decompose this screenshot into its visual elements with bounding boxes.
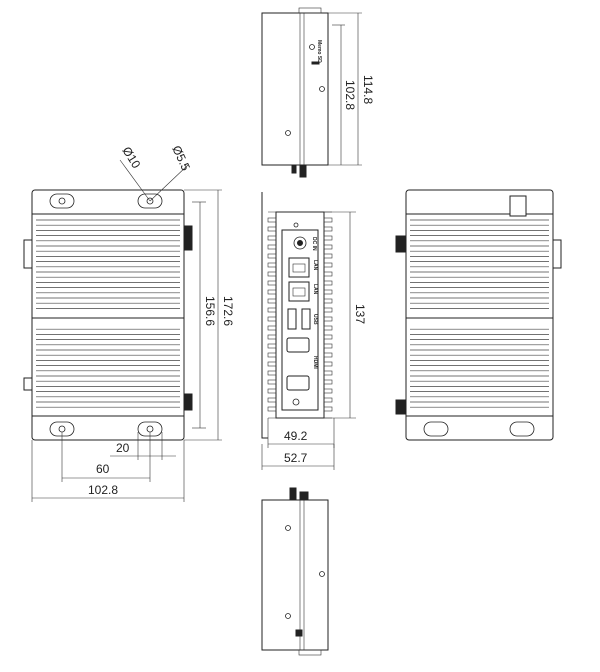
side-fin xyxy=(267,352,277,358)
side-fin xyxy=(323,370,333,376)
side-fin xyxy=(267,325,277,331)
side-fin xyxy=(323,334,333,340)
dim-hole-dia-10: Ø10 xyxy=(119,144,143,171)
side-fin xyxy=(323,388,333,394)
side-fin xyxy=(323,361,333,367)
hdmi-label: HDMI xyxy=(312,356,318,369)
dim-hole-dia-5-5: Ø5.5 xyxy=(169,143,193,173)
bottom-view xyxy=(261,487,329,656)
side-fin xyxy=(267,388,277,394)
side-fin xyxy=(323,244,333,250)
front-view: Ø10 Ø5.5 172.6 156.6 20 60 102.8 xyxy=(23,143,235,502)
rear-heatsink-fins xyxy=(410,219,549,408)
side-fin xyxy=(267,271,277,277)
side-fin xyxy=(323,253,333,259)
side-fin xyxy=(267,244,277,250)
side-fin xyxy=(323,289,333,295)
side-fin xyxy=(267,226,277,232)
side-fin xyxy=(323,235,333,241)
side-fin xyxy=(267,334,277,340)
side-fin xyxy=(323,379,333,385)
dim-slot-spacing: 20 xyxy=(116,441,130,455)
dim-front-width: 102.8 xyxy=(88,483,118,497)
side-fin xyxy=(267,289,277,295)
side-fin xyxy=(267,406,277,412)
side-fin xyxy=(323,352,333,358)
side-fin xyxy=(267,307,277,313)
front-heatsink-fins xyxy=(36,219,180,408)
side-fin xyxy=(323,217,333,223)
side-fin xyxy=(323,271,333,277)
side-fin xyxy=(323,343,333,349)
side-fin xyxy=(267,397,277,403)
memo-label: Memo SD xyxy=(316,40,322,63)
side-fin xyxy=(323,298,333,304)
side-fin xyxy=(323,397,333,403)
side-fin xyxy=(267,253,277,259)
dim-front-height: 172.6 xyxy=(221,296,235,326)
dim-hole-spacing: 60 xyxy=(96,462,110,476)
lan-b-label: LAN xyxy=(312,284,318,295)
usb-label: USB xyxy=(312,314,318,325)
dim-top-height: 114.8 xyxy=(361,75,375,104)
side-fin xyxy=(323,316,333,322)
side-fin xyxy=(267,361,277,367)
dc-in-label: DC IN xyxy=(311,237,317,251)
side-fin xyxy=(267,298,277,304)
dim-front-inner-height: 156.6 xyxy=(203,296,217,326)
side-fin xyxy=(323,280,333,286)
side-fin xyxy=(267,370,277,376)
dim-top-inner-height: 102.8 xyxy=(343,80,357,110)
side-fin xyxy=(323,226,333,232)
rear-view xyxy=(395,189,562,441)
side-fin xyxy=(323,325,333,331)
side-heatsink-fins xyxy=(267,217,333,412)
side-fin xyxy=(267,379,277,385)
dim-side-height: 137 xyxy=(353,304,367,324)
side-fin xyxy=(267,280,277,286)
top-view: Memo SD 114.8 102.8 xyxy=(261,7,375,178)
side-fin xyxy=(323,406,333,412)
side-fin xyxy=(267,316,277,322)
side-io-view: DC IN LAN LAN USB HDMI 137 49.2 52.7 xyxy=(261,192,367,470)
lan-a-label: LAN xyxy=(312,260,318,271)
side-fin xyxy=(267,217,277,223)
side-fin xyxy=(267,262,277,268)
dim-side-inner-width: 49.2 xyxy=(284,429,308,443)
side-fin xyxy=(267,343,277,349)
side-fin xyxy=(267,235,277,241)
side-fin xyxy=(323,262,333,268)
dim-side-width: 52.7 xyxy=(284,451,308,465)
side-fin xyxy=(323,307,333,313)
